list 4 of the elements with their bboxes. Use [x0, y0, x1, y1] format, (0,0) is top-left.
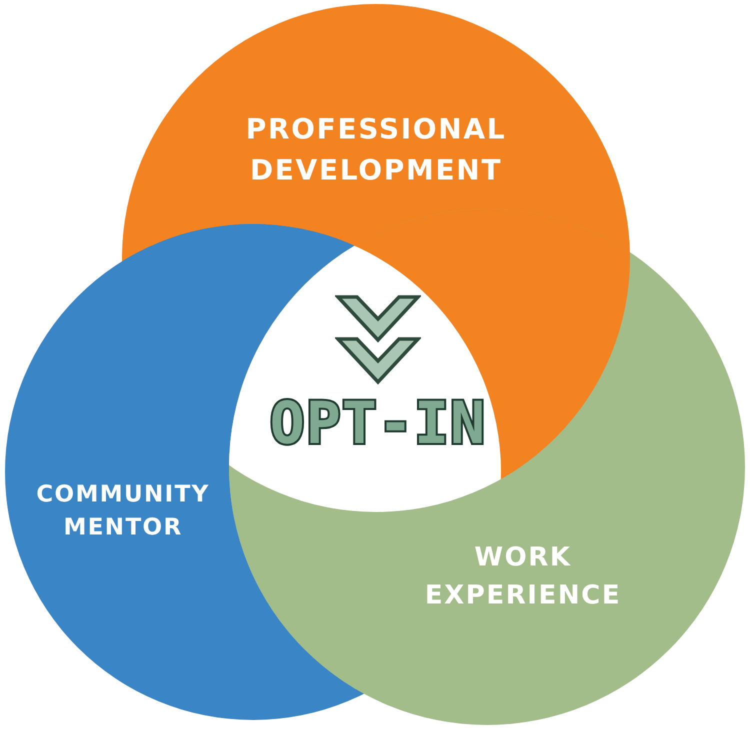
center-title: OPT-IN [270, 394, 486, 452]
circle-label: WORK EXPERIENCE [424, 541, 622, 612]
circle-label: COMMUNITY MENTOR [35, 480, 211, 543]
circle-label: PROFESSIONAL DEVELOPMENT [244, 111, 508, 188]
